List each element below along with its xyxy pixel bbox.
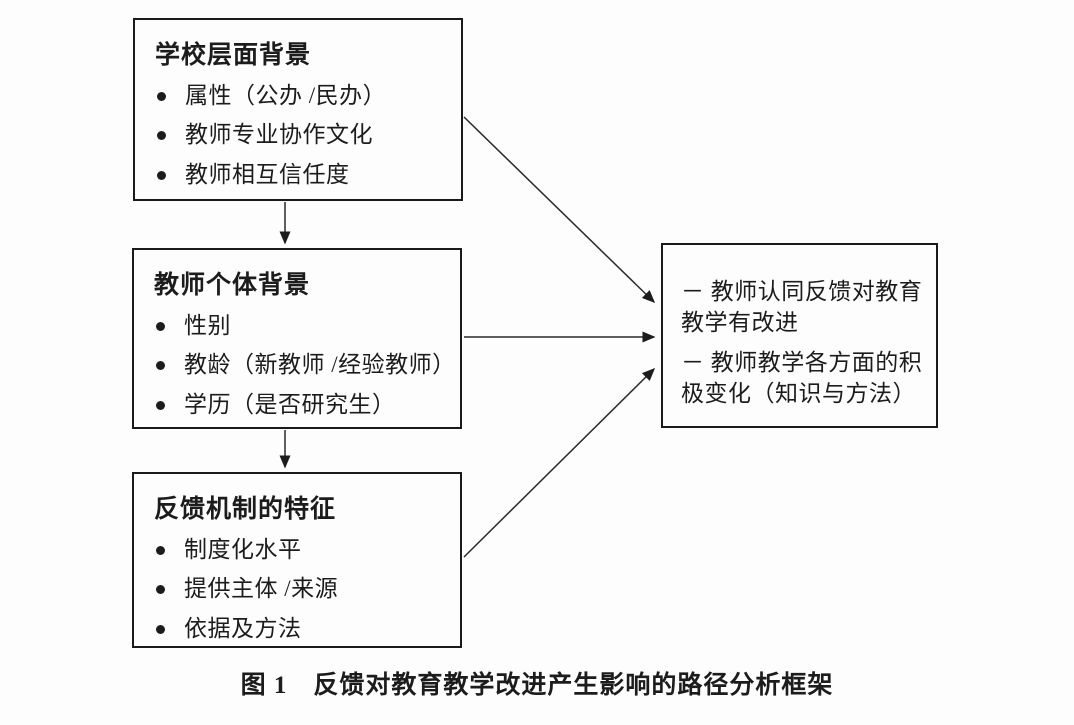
list-item-label: 教师专业协作文化	[185, 122, 373, 148]
list-item-label: 性别	[184, 312, 231, 338]
arrow-feedback-to-outcome	[463, 367, 656, 558]
list-item: 属性（公办 /民办）	[155, 82, 453, 111]
bullet-icon	[157, 91, 166, 101]
box-teacher-title: 教师个体背景	[154, 272, 311, 299]
list-item-label: 依据及方法	[184, 616, 302, 641]
box-feedback-list: 制度化水平 提供主体 /来源 依据及方法	[134, 536, 460, 644]
list-item-label: 制度化水平	[184, 536, 302, 562]
box-teacher-list: 性别 教龄（新教师 /经验教师） 学历（是否研究生）	[134, 312, 460, 420]
list-item: 制度化水平	[154, 536, 452, 565]
bullet-icon	[157, 131, 166, 141]
bullet-icon	[156, 625, 165, 634]
outcome-item: － 教师认同反馈对教育教学有改进	[681, 279, 923, 336]
arrow-school-to-outcome	[463, 116, 656, 304]
list-item: 性别	[154, 312, 452, 341]
list-item: 教师相互信任度	[155, 161, 453, 190]
bullet-icon	[156, 361, 165, 371]
list-item: 教师专业协作文化	[155, 121, 453, 150]
list-item: 依据及方法	[154, 615, 452, 644]
bullet-icon	[156, 401, 165, 410]
box-school-title: 学校层面背景	[155, 42, 312, 69]
figure-caption: 图 1 反馈对教育教学改进产生影响的路径分析框架	[240, 672, 834, 699]
box-school-background: 学校层面背景 属性（公办 /民办） 教师专业协作文化 教师相互信任度	[133, 18, 463, 201]
list-item: 提供主体 /来源	[154, 575, 452, 604]
bullet-icon	[157, 171, 166, 180]
box-feedback-mechanism: 反馈机制的特征 制度化水平 提供主体 /来源 依据及方法	[132, 472, 462, 648]
list-item: 学历（是否研究生）	[154, 391, 452, 420]
box-school-list: 属性（公办 /民办） 教师专业协作文化 教师相互信任度	[135, 82, 461, 190]
bullet-icon	[156, 585, 165, 595]
box-outcome: － 教师认同反馈对教育教学有改进 － 教师教学各方面的积极变化（知识与方法）	[661, 243, 938, 428]
bullet-icon	[156, 545, 165, 555]
list-item-label: 属性（公办 /民办）	[185, 82, 387, 108]
list-item-label: 提供主体 /来源	[184, 576, 339, 602]
list-item-label: 学历（是否研究生）	[184, 392, 396, 417]
bullet-icon	[156, 321, 165, 331]
list-item-label: 教师相互信任度	[185, 162, 350, 187]
box-feedback-title: 反馈机制的特征	[154, 496, 337, 523]
outcome-item: － 教师教学各方面的积极变化（知识与方法）	[681, 350, 923, 407]
list-item: 教龄（新教师 /经验教师）	[154, 351, 456, 380]
box-teacher-background: 教师个体背景 性别 教龄（新教师 /经验教师） 学历（是否研究生）	[132, 248, 462, 429]
list-item-label: 教龄（新教师 /经验教师）	[184, 352, 456, 378]
